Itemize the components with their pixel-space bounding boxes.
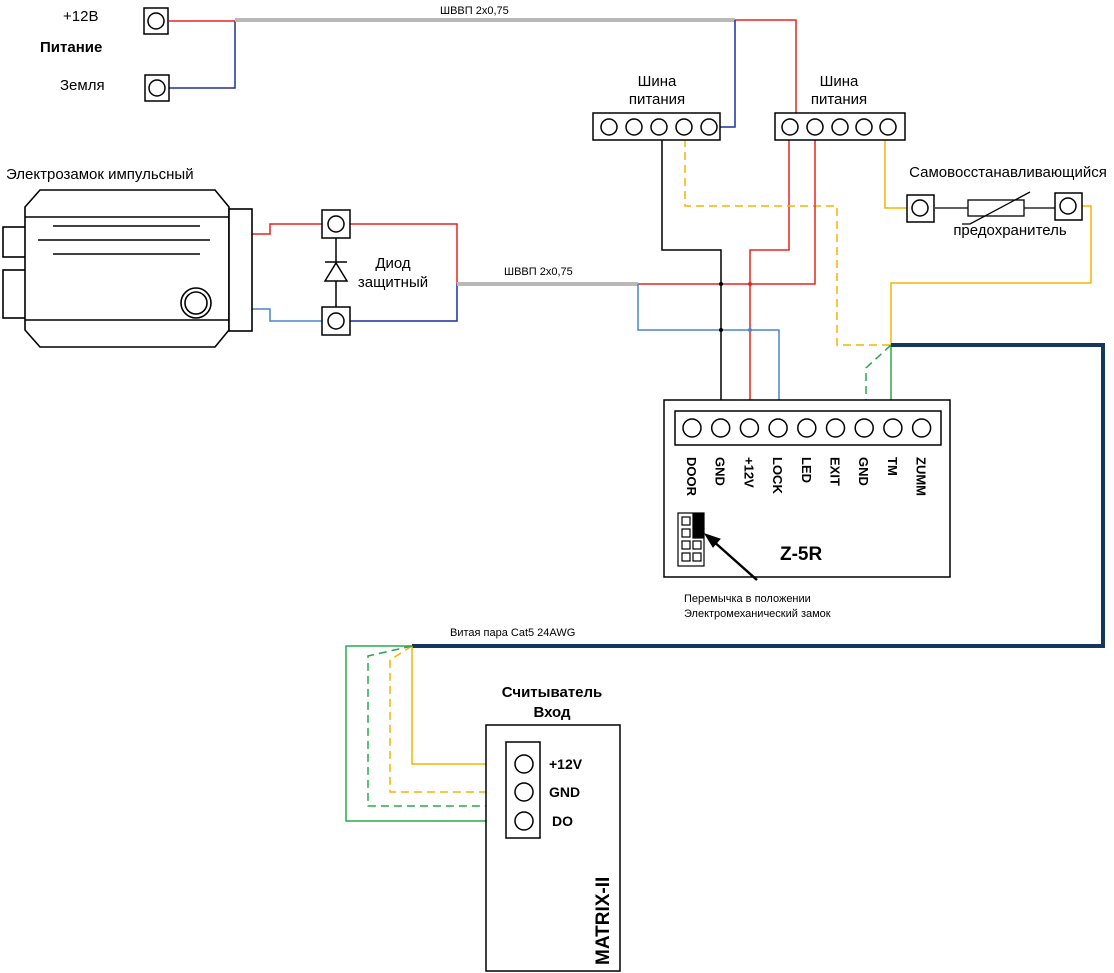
power-ground-wire — [169, 21, 236, 89]
reader-title-2: Вход — [533, 704, 571, 721]
fuse-label-2: предохранитель — [953, 222, 1067, 239]
right-power-bus — [774, 112, 906, 141]
reader-title-1: Считыватель — [502, 684, 603, 701]
bus-yellow-dashed — [684, 139, 891, 346]
diode-blue-wire — [350, 284, 458, 322]
lock-red-wire — [252, 223, 323, 235]
reader-name: MATRIX-II — [593, 877, 614, 965]
controller-pin-label: LED — [799, 457, 814, 483]
top-cable-blue — [710, 20, 736, 128]
controller-terminal-door — [682, 418, 702, 438]
reader-matrix-ii — [485, 724, 621, 972]
electric-lock — [2, 189, 253, 348]
reader-pin-gnd: GND — [549, 784, 580, 800]
diode-symbol — [323, 238, 349, 307]
junction-dot — [748, 328, 752, 332]
reader-gnd-yellow — [389, 645, 517, 793]
top-cable-red — [735, 19, 797, 127]
controller-terminal-12v — [739, 418, 760, 438]
bus-gnd-wire — [661, 139, 722, 428]
diode-terminal-top — [321, 209, 351, 239]
bus-plus-wire — [749, 139, 790, 428]
reader-plus-wire — [411, 646, 517, 765]
bus-to-fuse-wire — [884, 127, 907, 209]
power-plus-terminal — [143, 7, 169, 35]
reader-pin-do: DO — [552, 813, 573, 829]
controller-pin-label: LOCK — [770, 457, 785, 494]
controller-terminal-zumm — [911, 418, 932, 438]
controller-terminal-gnd — [854, 418, 874, 438]
right-bus-label-1: Шина — [820, 73, 859, 90]
diode-label-1: Диод — [375, 255, 411, 272]
controller-pin-label: GND — [713, 457, 728, 486]
controller-terminal-tm — [883, 418, 903, 438]
diode-terminal-bottom — [321, 306, 351, 336]
lock-title: Электрозамок импульсный — [6, 166, 194, 183]
controller-pin-label: EXIT — [828, 457, 843, 486]
controller-terminals — [682, 418, 932, 438]
twisted-pair-label: Витая пара Cat5 24AWG — [450, 627, 575, 639]
right-bus-label-2: питания — [811, 91, 867, 108]
power-ground-terminal — [144, 74, 170, 102]
fuse-symbol — [962, 191, 1031, 225]
left-power-bus — [592, 112, 721, 141]
controller-terminal-gnd — [710, 418, 731, 438]
controller-terminal-exit — [825, 418, 846, 438]
lock-blue-wire — [252, 308, 323, 322]
fuse-terminal-left — [906, 194, 935, 223]
power-ground-label: Земля — [60, 77, 105, 94]
middle-cable-red — [638, 139, 816, 285]
controller-terminal-lock — [768, 418, 788, 438]
junction-dot — [748, 282, 752, 286]
reader-gnd-green — [367, 645, 518, 807]
controller-terminal-led — [797, 418, 817, 438]
diode-label-2: защитный — [358, 274, 428, 291]
middle-cable-label: ШВВП 2х0,75 — [504, 266, 573, 278]
jumper-note-1: Перемычка в положении — [684, 593, 811, 605]
controller-pin-labels: DOOR GND +12V LOCK LED EXIT GND TM ZUMM — [684, 457, 929, 497]
middle-cable-blue — [637, 284, 780, 428]
diode-red-wire — [350, 223, 458, 284]
left-bus-label-1: Шина — [638, 73, 677, 90]
jumper-block — [677, 512, 705, 567]
fuse-terminal-right — [1054, 192, 1083, 221]
junction-dot — [719, 328, 723, 332]
controller-pin-label: DOOR — [684, 457, 699, 497]
jumper-arrow — [703, 533, 758, 581]
controller-gnd-green-dashed — [865, 344, 892, 428]
controller-name: Z-5R — [780, 544, 823, 565]
fuse-label-1: Самовосстанавливающийся — [909, 164, 1107, 181]
controller-pin-label: +12V — [741, 457, 756, 488]
controller-pin-label: TM — [885, 457, 900, 476]
junction-dot — [719, 282, 723, 286]
twisted-pair-cable — [412, 343, 1105, 648]
top-cable-label: ШВВП 2х0,75 — [440, 5, 509, 17]
left-bus-label-2: питания — [629, 91, 685, 108]
controller-pin-label: ZUMM — [914, 457, 929, 496]
fuse-out-wire — [890, 205, 1092, 345]
reader-do-wire — [345, 645, 517, 822]
controller-pin-label: GND — [856, 457, 871, 486]
power-title: Питание — [40, 39, 102, 56]
jumper-note-2: Электромеханический замок — [684, 608, 831, 620]
reader-pin-plus: +12V — [549, 756, 583, 772]
power-plus-label: +12В — [63, 8, 98, 25]
